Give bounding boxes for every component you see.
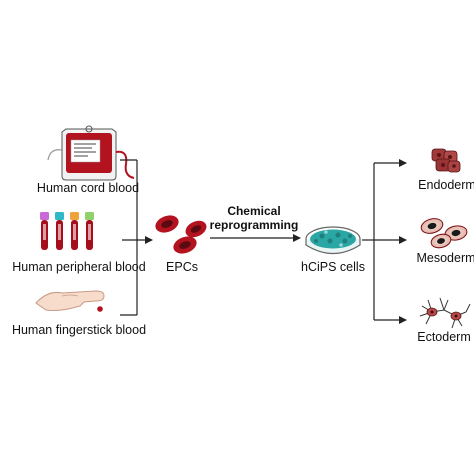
process-label-line2: reprogramming bbox=[210, 218, 299, 232]
mesoderm-cells-icon bbox=[420, 218, 468, 249]
blood-bag-icon bbox=[47, 125, 135, 181]
source-bracket bbox=[120, 159, 138, 316]
source-label-cord-blood: Human cord blood bbox=[37, 181, 139, 195]
epcs-label: EPCs bbox=[166, 260, 198, 274]
process-label-line1: Chemical bbox=[227, 204, 280, 218]
endoderm-label: Endoderm bbox=[418, 178, 474, 192]
source-label-fingerstick-blood: Human fingerstick blood bbox=[12, 323, 146, 337]
endoderm-cells-icon bbox=[431, 148, 461, 173]
fingerstick-icon bbox=[35, 290, 105, 312]
mesoderm-label: Mesoderm bbox=[416, 251, 474, 265]
ectoderm-label: Ectoderm bbox=[417, 330, 471, 344]
petri-dish-icon bbox=[305, 226, 361, 255]
blood-tubes-icon bbox=[40, 212, 94, 250]
hcips-label: hCiPS cells bbox=[301, 260, 365, 274]
red-blood-cells-icon bbox=[155, 215, 207, 254]
source-label-peripheral-blood: Human peripheral blood bbox=[12, 260, 145, 274]
ectoderm-cell-bodies bbox=[426, 307, 462, 321]
